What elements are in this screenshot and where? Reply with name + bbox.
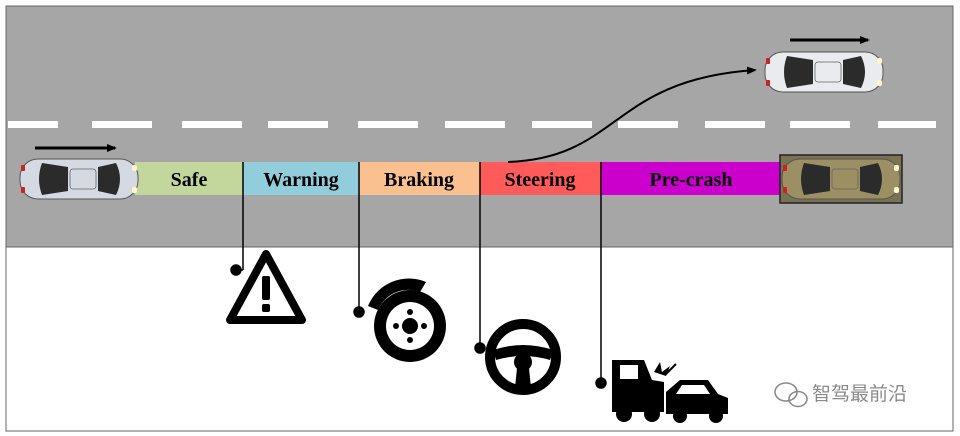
zone-label-safe: Safe xyxy=(171,169,208,191)
lane-marking xyxy=(8,121,936,128)
watermark: 智驾最前沿 xyxy=(774,382,907,408)
zone-steering xyxy=(480,162,601,195)
zone-pre-crash xyxy=(601,162,781,195)
watermark-text: 智驾最前沿 xyxy=(812,383,907,405)
brake-disc-icon xyxy=(368,278,446,362)
ego-car xyxy=(19,158,139,200)
evasive-trajectory xyxy=(507,66,757,163)
zone-labels: Safe Warning Braking Steering Pre-crash xyxy=(171,169,733,191)
warning-triangle-icon xyxy=(226,250,306,324)
zone-safe xyxy=(135,162,243,195)
evaded-car xyxy=(764,51,884,93)
zone-warning xyxy=(243,162,359,195)
steering-wheel-icon xyxy=(485,319,561,395)
zone-label-warning: Warning xyxy=(263,169,339,191)
wechat-icon xyxy=(774,382,808,408)
zone-label-pre-crash: Pre-crash xyxy=(650,169,733,191)
zone-braking xyxy=(359,162,480,195)
zone-label-steering: Steering xyxy=(504,169,575,191)
connectors xyxy=(230,162,607,389)
car-crash-icon xyxy=(612,360,728,423)
zone-label-braking: Braking xyxy=(384,169,454,191)
zone-bands xyxy=(135,162,781,195)
lead-car xyxy=(781,158,901,200)
